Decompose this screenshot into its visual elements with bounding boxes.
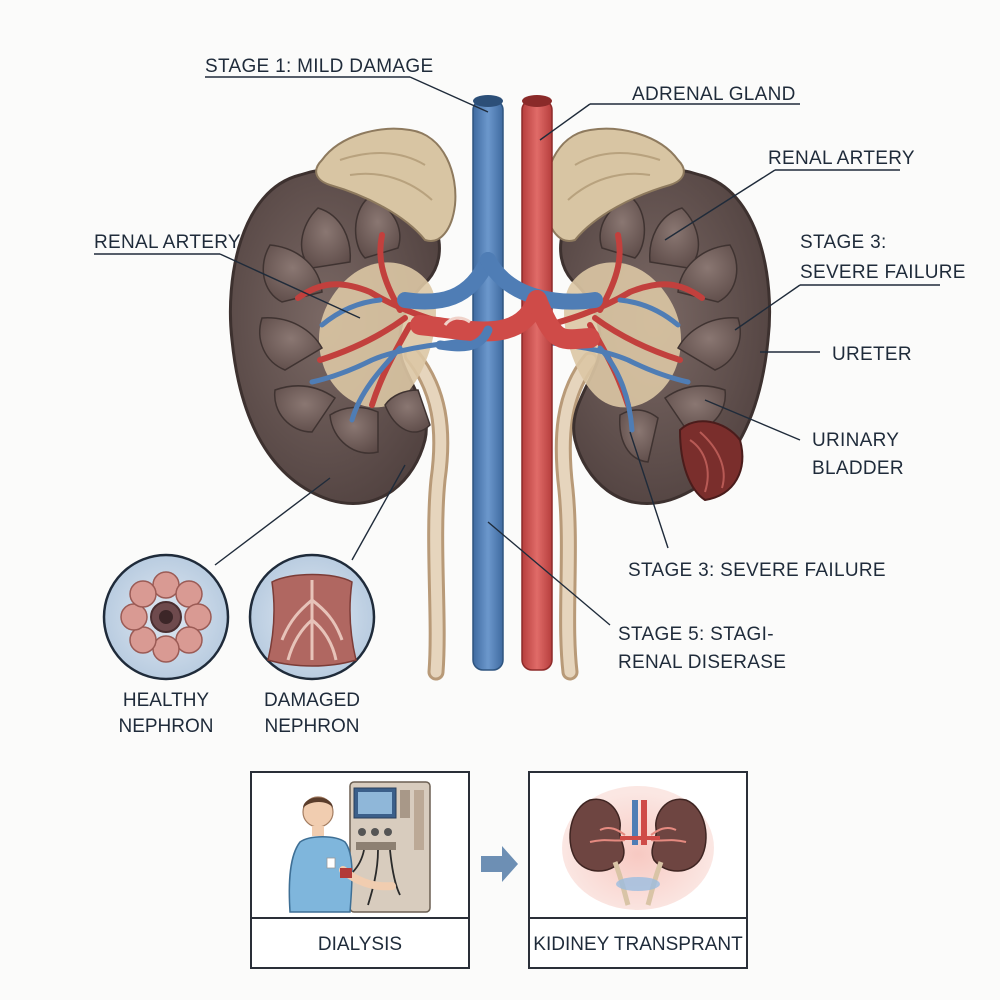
renal-artery-right-vessel: [527, 290, 600, 350]
damaged-tissue-section: [678, 420, 744, 502]
transplant-label: KIDINEY TRANSPRANT: [533, 934, 743, 955]
caption-damaged-line1: DAMAGED: [264, 690, 360, 711]
aorta: [521, 99, 553, 671]
label-bladder-line2: BLADDER: [812, 458, 904, 479]
label-stage5-line2: RENAL DISERASE: [618, 652, 786, 673]
leader-lines: [94, 76, 940, 626]
patient-figure: [288, 796, 396, 913]
healthy-nephron-flower: [120, 571, 212, 663]
caption-healthy-line2: NEPHRON: [118, 716, 213, 737]
arrow-right-icon: [481, 846, 518, 882]
label-stage1: STAGE 1: MILD DAMAGE: [205, 56, 433, 77]
label-adrenal-gland: ADRENAL GLAND: [632, 84, 796, 105]
label-stage5-line1: STAGE 5: STAGI-: [618, 624, 774, 645]
label-stage3-bottom: STAGE 3: SEVERE FAILURE: [628, 560, 886, 581]
transplant-kidneys: [569, 798, 707, 906]
label-stage3-right-line1: STAGE 3:: [800, 232, 887, 253]
label-stage3-right-line2: SEVERE FAILURE: [800, 262, 966, 283]
label-renal-artery-left: RENAL ARTERY: [94, 232, 241, 253]
label-renal-artery-right: RENAL ARTERY: [768, 148, 915, 169]
transplant-panel: KIDINEY TRANSPRANT: [528, 771, 748, 969]
label-ureter: URETER: [832, 344, 912, 365]
healthy-nephron-inset: [102, 553, 230, 681]
dialysis-machine: [339, 781, 431, 913]
vena-cava: [472, 99, 504, 671]
dialysis-label: DIALYSIS: [318, 934, 402, 955]
dialysis-panel: DIALYSIS: [250, 771, 470, 969]
caption-damaged-line2: NEPHRON: [264, 716, 359, 737]
label-bladder-line1: URINARY: [812, 430, 899, 451]
caption-healthy-line1: HEALTHY: [123, 690, 210, 711]
damaged-nephron-inset: [248, 553, 376, 681]
